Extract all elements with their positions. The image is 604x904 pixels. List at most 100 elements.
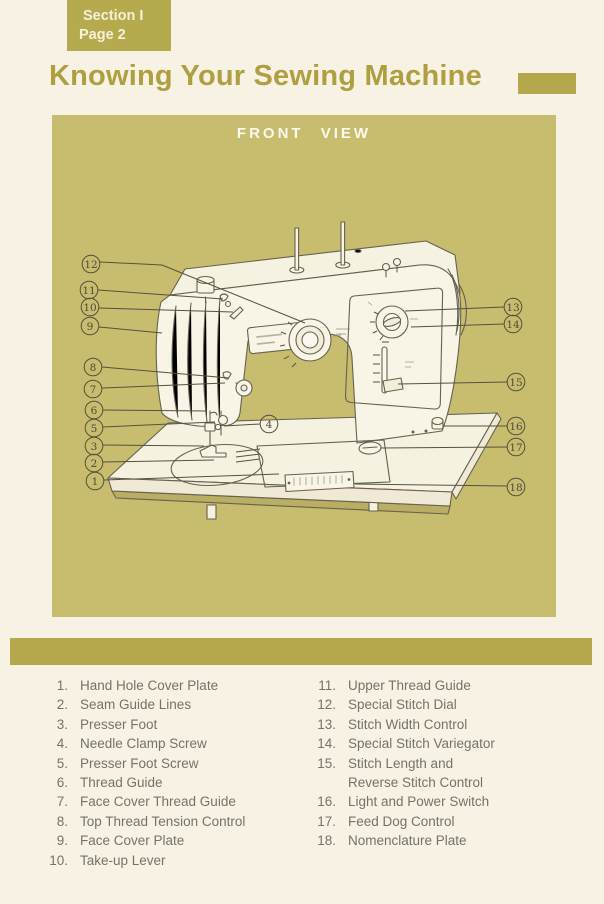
page-title: Knowing Your Sewing Machine [49,60,482,92]
part-label: Feed Dog Control [348,813,455,829]
parts-list-item: 4.Needle Clamp Screw [40,734,306,753]
part-label: Presser Foot Screw [80,755,199,771]
callout-7: 7 [83,379,226,399]
bobbin-winder [196,275,215,304]
thread-guide-lower [210,411,218,416]
top-thread-posts [354,248,402,278]
seam-guide-lines [235,448,261,463]
callout-9: 9 [80,316,163,336]
parts-list-item: 16.Light and Power Switch [306,792,594,811]
parts-list-item: 17. Feed Dog Control [306,812,594,831]
part-label: Stitch Length and [348,755,454,771]
control-panel-recess [344,287,444,410]
parts-list-item: 18.Nomenclature Plate [306,831,594,850]
section-page-badge: Section I Page 2 [67,0,171,51]
part-number: 11. [318,678,336,693]
callout-1: 1 [85,471,280,491]
part-label: Reverse Stitch Control [348,775,484,791]
svg-text:18: 18 [509,482,522,494]
svg-text:4: 4 [266,419,273,431]
callout-15: 15 [397,372,526,392]
callout-14: 14 [410,314,523,334]
part-label: Face Cover Thread Guide [80,794,236,810]
take-up-lever [229,306,244,320]
svg-text:5: 5 [91,423,98,435]
part-number: 15. [317,755,336,771]
parts-list-item: 9.Face Cover Plate [40,831,306,850]
callout-11: 11 [79,280,224,300]
svg-text:15: 15 [509,377,522,389]
callout-8: 8 [83,357,230,379]
callouts: 12 11 10 9 [79,254,526,497]
diagram-heading: FRONT VIEW [236,125,372,142]
callout-18: 18 [354,477,526,497]
parts-list-item: 14.Special Stitch Variegator [306,734,594,753]
svg-text:9: 9 [87,321,94,333]
part-number: 14. [317,736,336,752]
svg-text:17: 17 [509,442,522,454]
tension-control [235,379,253,397]
title-accent-bar [518,73,576,94]
part-number: 3. [56,716,68,732]
part-number: 6. [56,775,68,791]
parts-list-item: 13. Stitch Width Control [306,715,594,734]
sewing-machine-illustration: 12 11 10 9 [79,221,526,520]
callout-16: 16 [443,416,526,436]
part-number: 5. [56,755,68,771]
needle-clamp-screw [214,423,222,431]
part-number: 9. [56,833,68,849]
parts-list-item: 15. Stitch Length and [306,754,594,773]
parts-list-item: 11. Upper Thread Guide [306,676,594,695]
part-label: Take-up Lever [80,852,166,868]
svg-text:1: 1 [92,476,99,488]
stitch-width-dial [367,301,418,341]
part-label: Special Stitch Dial [348,697,457,713]
part-label: Presser Foot [80,716,158,732]
part-number: 17. [317,813,336,829]
part-label: Nomenclature Plate [348,833,467,849]
needle-plate-area [170,443,264,487]
part-number: 12. [317,697,336,713]
stitch-length-slider [373,341,414,394]
parts-list-item: 7. Face Cover Thread Guide [40,792,306,811]
parts-list-right: 11. Upper Thread Guide 12. Special Stitch … [306,676,594,851]
parts-list-item: 12. Special Stitch Dial [306,695,594,714]
parts-list-item: 3. Presser Foot [40,715,306,734]
part-number: 16. [317,794,336,810]
svg-text:8: 8 [90,362,97,374]
callout-4: 4 [223,414,279,434]
part-label: Seam Guide Lines [80,697,192,713]
special-stitch-dial [279,318,350,368]
nomenclature-plate [284,470,355,493]
spool-pins [289,221,351,274]
section-label: Section I [83,8,144,24]
svg-text:11: 11 [82,285,95,297]
svg-text:13: 13 [506,302,519,314]
part-label: Upper Thread Guide [348,678,471,693]
feed-dog-control [358,441,382,455]
callout-10: 10 [80,297,234,317]
part-label: Hand Hole Cover Plate [80,678,219,693]
hand-hole-cover-plate [256,429,428,488]
part-number: 7. [56,794,68,810]
callout-17: 17 [380,437,526,457]
callout-12: 12 [81,254,306,324]
divider-bar [10,638,592,665]
part-number: 1. [56,678,68,693]
parts-list-item: 2. Seam Guide Lines [40,695,306,714]
svg-text:7: 7 [90,384,97,396]
part-number: 2. [56,697,68,713]
presser-foot-screw [217,414,229,426]
part-number: 8. [56,813,68,829]
part-number: 4. [56,736,68,752]
front-view-diagram-panel: FRONT VIEW [52,115,556,617]
part-number: 13. [317,716,336,732]
part-label: Thread Guide [80,775,163,791]
parts-list-item-continuation: Reverse Stitch Control [306,773,594,792]
light-power-switch [431,416,444,430]
needle-clamp [204,422,216,432]
part-label: Stitch Width Control [348,716,468,732]
svg-text:16: 16 [509,421,523,433]
face-cover-plate [171,297,221,424]
